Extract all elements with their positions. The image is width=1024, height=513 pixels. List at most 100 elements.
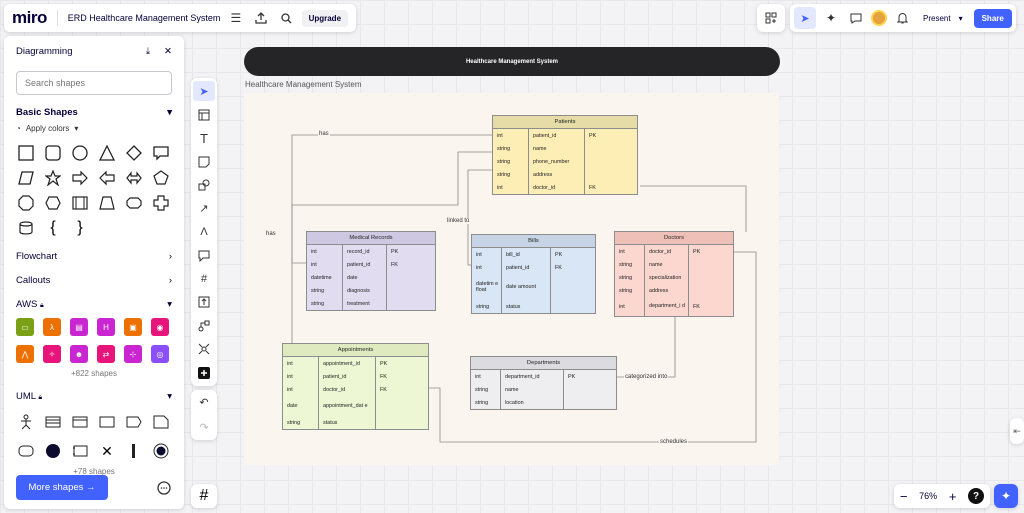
search-icon[interactable] [277,8,296,28]
class-shape-icon[interactable] [43,412,63,432]
relationship-label-has[interactable]: has [318,131,330,137]
cross-shape-icon[interactable] [151,193,171,213]
relationship-label-schedules[interactable]: schedules [659,439,689,445]
diamond-shape-icon[interactable] [124,143,144,163]
frame-label[interactable]: Healthcare Management System [245,80,362,89]
star-shape-icon[interactable] [43,168,63,188]
undo-icon[interactable]: ↶ [199,397,209,409]
aws-lambda-icon[interactable]: λ [43,318,61,336]
upload-icon[interactable] [193,292,215,312]
category-callouts[interactable]: Callouts› [16,275,172,286]
collapse-panel-icon[interactable]: ⇤ [1010,418,1024,444]
bell-icon[interactable] [892,8,912,28]
ai-assist-button[interactable]: ✦ [994,484,1018,508]
close-icon[interactable]: ✕ [164,46,172,57]
redo-icon[interactable]: ↷ [199,422,209,434]
speech-bubble-shape-icon[interactable] [151,143,171,163]
final-state-icon[interactable] [151,441,171,461]
triangle-shape-icon[interactable] [97,143,117,163]
frames-panel-button[interactable]: # [191,484,217,508]
shapes-tool-icon[interactable] [193,175,215,195]
avatar[interactable] [871,10,887,26]
aws-s3-icon[interactable]: ▭ [16,318,34,336]
box-shape-icon[interactable] [97,412,117,432]
double-arrow-shape-icon[interactable] [124,168,144,188]
aws-aurora-icon[interactable]: ☻ [70,345,88,363]
right-brace-shape-icon[interactable]: } [77,219,83,236]
category-aws[interactable]: AWS 🔒︎▾ [16,299,172,310]
select-tool-icon[interactable]: ➤ [193,81,215,102]
arrow-right-shape-icon[interactable] [70,168,90,188]
hexagon-shape-icon[interactable] [43,193,63,213]
destroy-shape-icon[interactable]: ✕ [101,442,113,459]
relationship-label-has[interactable]: has [265,231,277,237]
actor-shape-icon[interactable] [16,412,36,432]
note-shape-icon[interactable] [151,412,171,432]
arrow-left-shape-icon[interactable] [97,168,117,188]
connector-tool-icon[interactable]: ↗ [199,203,209,216]
zoom-out-icon[interactable]: − [899,488,908,504]
basic-shapes-section[interactable]: Basic Shapes ▾ [16,107,172,118]
help-icon[interactable]: ? [968,488,985,504]
more-tools-icon[interactable] [193,363,215,383]
rounded-rectangle-shape-icon[interactable] [43,143,63,163]
component-shape-icon[interactable] [70,441,90,461]
aws-sqs-icon[interactable]: ⇄ [97,345,115,363]
more-shapes-button[interactable]: More shapes → [16,475,108,500]
text-tool-icon[interactable]: T [200,130,208,146]
aws-ec2-icon[interactable]: ▣ [124,318,142,336]
fork-shape-icon[interactable] [124,441,144,461]
zoom-level[interactable]: 76% [919,491,938,501]
cloud-shape-icon[interactable] [124,193,144,213]
pen-tool-icon[interactable]: Ʌ [200,226,208,239]
left-brace-shape-icon[interactable]: { [50,219,56,236]
parallelogram-shape-icon[interactable] [16,168,36,188]
aws-rds-icon[interactable]: H [97,318,115,336]
download-icon[interactable]: ⤓ [145,46,151,57]
zoom-in-icon[interactable]: + [948,488,957,504]
mindmap-tool-icon[interactable] [193,339,215,359]
circle-shape-icon[interactable] [70,143,90,163]
category-uml[interactable]: UML 🔒︎▾ [16,391,172,402]
interface-shape-icon[interactable] [70,412,90,432]
uml-more-shapes[interactable]: +78 shapes [73,467,115,476]
relationship-label-categorized-into[interactable]: categorized into [624,374,669,380]
state-shape-icon[interactable] [16,441,36,461]
share-button[interactable]: Share [973,8,1012,28]
rectangle-shape-icon[interactable] [16,143,36,163]
relationship-label-linked-to[interactable]: linked to [446,218,471,224]
aws-cluster-icon[interactable]: ⊹ [124,345,142,363]
category-flowchart[interactable]: Flowchart› [16,251,172,262]
trapezoid-shape-icon[interactable] [97,193,117,213]
cursor-icon[interactable]: ➤ [794,7,816,29]
initial-state-icon[interactable] [43,441,63,461]
sticky-note-icon[interactable] [193,151,215,171]
reaction-icon[interactable]: ✦ [825,11,837,25]
search-input[interactable]: Search shapes [16,71,172,95]
aws-lambda-function-icon[interactable]: ⋀ [16,345,34,363]
tag-shape-icon[interactable] [124,412,144,432]
title-banner[interactable]: Healthcare Management System [244,47,780,76]
menu-icon[interactable]: ☰ [230,11,242,25]
aws-dynamodb-icon[interactable]: ▤ [70,318,88,336]
process-shape-icon[interactable] [70,193,90,213]
pentagon-shape-icon[interactable] [151,168,171,188]
aws-sns-icon[interactable]: ◉ [151,318,169,336]
comment-icon[interactable] [846,8,866,28]
chat-icon[interactable] [154,478,174,498]
diagram-tool-icon[interactable] [193,316,215,336]
apply-colors-toggle[interactable]: ◔ Apply colors ▾ [16,124,172,133]
apps-button[interactable] [757,4,785,32]
octagon-shape-icon[interactable] [16,193,36,213]
board-title[interactable]: ERD Healthcare Management System [67,13,221,23]
comment-tool-icon[interactable] [193,245,215,265]
templates-icon[interactable] [193,104,215,124]
present-button[interactable]: Present▾ [917,10,969,27]
aws-more-shapes[interactable]: +822 shapes [70,369,118,378]
